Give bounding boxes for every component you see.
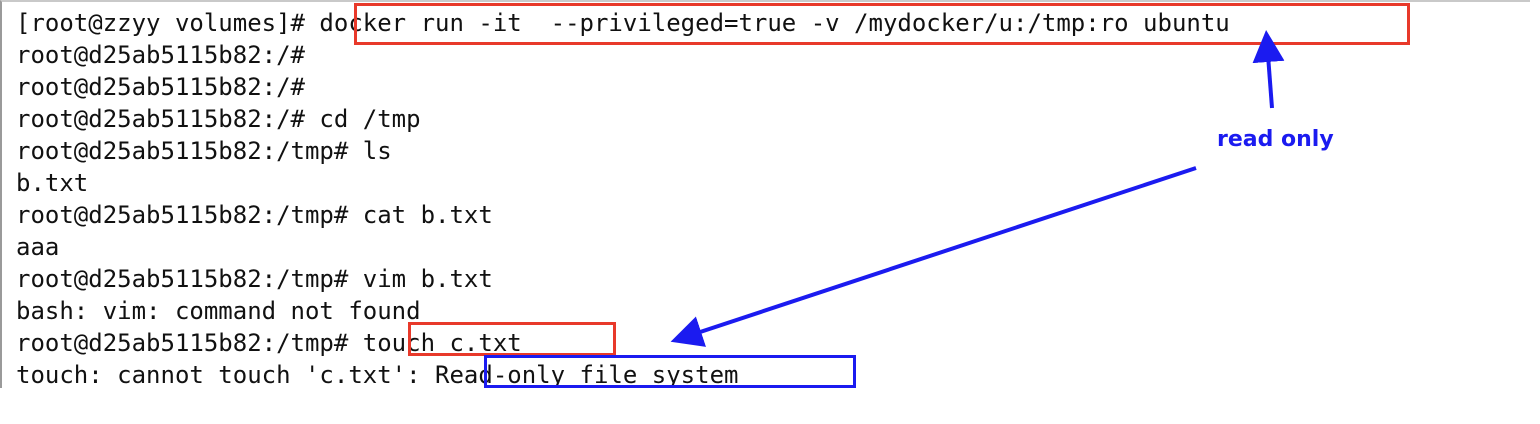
terminal-line: touch: cannot touch 'c.txt': Read-only f… — [16, 361, 739, 389]
terminal-line: root@d25ab5115b82:/tmp# ls — [16, 137, 392, 165]
terminal-line: root@d25ab5115b82:/# — [16, 41, 305, 69]
terminal-line: root@d25ab5115b82:/tmp# touch c.txt — [16, 329, 522, 357]
touch-command-highlight — [408, 322, 616, 356]
terminal-window[interactable]: [root@zzyy volumes]# docker run -it --pr… — [0, 0, 1530, 389]
terminal-line: root@d25ab5115b82:/# — [16, 73, 305, 101]
terminal-line: aaa — [16, 233, 60, 261]
docker-command-highlight — [354, 3, 1410, 45]
terminal-line: [root@zzyy volumes]# docker run -it --pr… — [16, 9, 1230, 37]
readonly-error-highlight — [484, 355, 856, 388]
arrow-to-touch-command — [670, 166, 1197, 347]
terminal-line: root@d25ab5115b82:/tmp# vim b.txt — [16, 265, 493, 293]
terminal-line: bash: vim: command not found — [16, 297, 421, 325]
arrow-to-ro-flag — [1252, 30, 1285, 109]
terminal-line: root@d25ab5115b82:/# cd /tmp — [16, 105, 421, 133]
terminal-line: root@d25ab5115b82:/tmp# cat b.txt — [16, 201, 493, 229]
terminal-line: b.txt — [16, 169, 89, 197]
read-only-annotation: read only — [1217, 127, 1334, 152]
